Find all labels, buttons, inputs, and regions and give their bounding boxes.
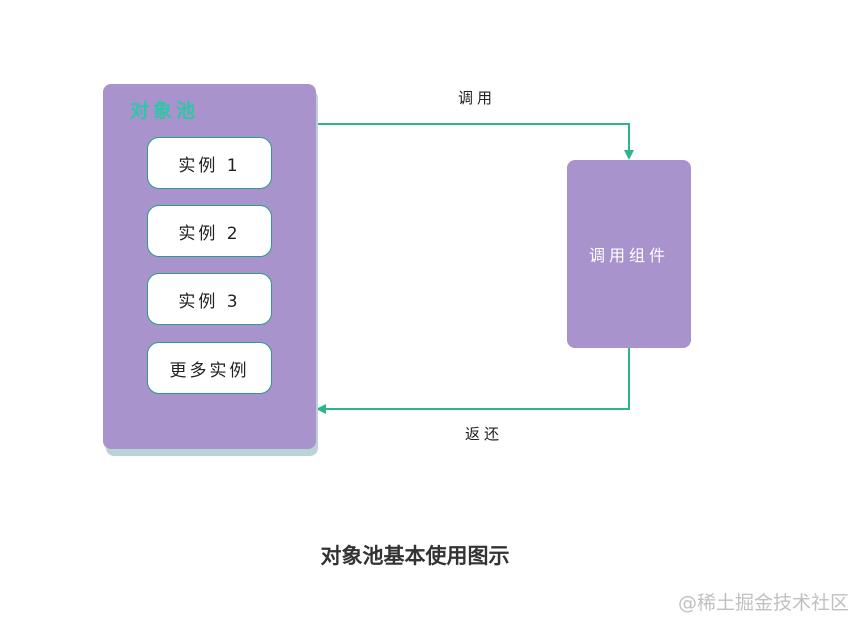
object-pool-title: 对象池: [130, 100, 200, 122]
return-label: 返还: [465, 425, 504, 443]
instance-1: 实例 1: [147, 137, 272, 189]
call-label: 调用: [458, 89, 497, 107]
watermark: @稀土掘金技术社区: [677, 592, 849, 614]
instance-2: 实例 2: [147, 205, 272, 257]
return-arrow: [316, 348, 630, 414]
instance-more: 更多实例: [147, 342, 272, 394]
calling-component-label: 调用组件: [588, 246, 669, 265]
calling-component-box: 调用组件: [567, 160, 691, 348]
call-arrow: [316, 123, 634, 160]
instance-3: 实例 3: [147, 273, 272, 325]
figure-caption: 对象池基本使用图示: [320, 543, 510, 568]
